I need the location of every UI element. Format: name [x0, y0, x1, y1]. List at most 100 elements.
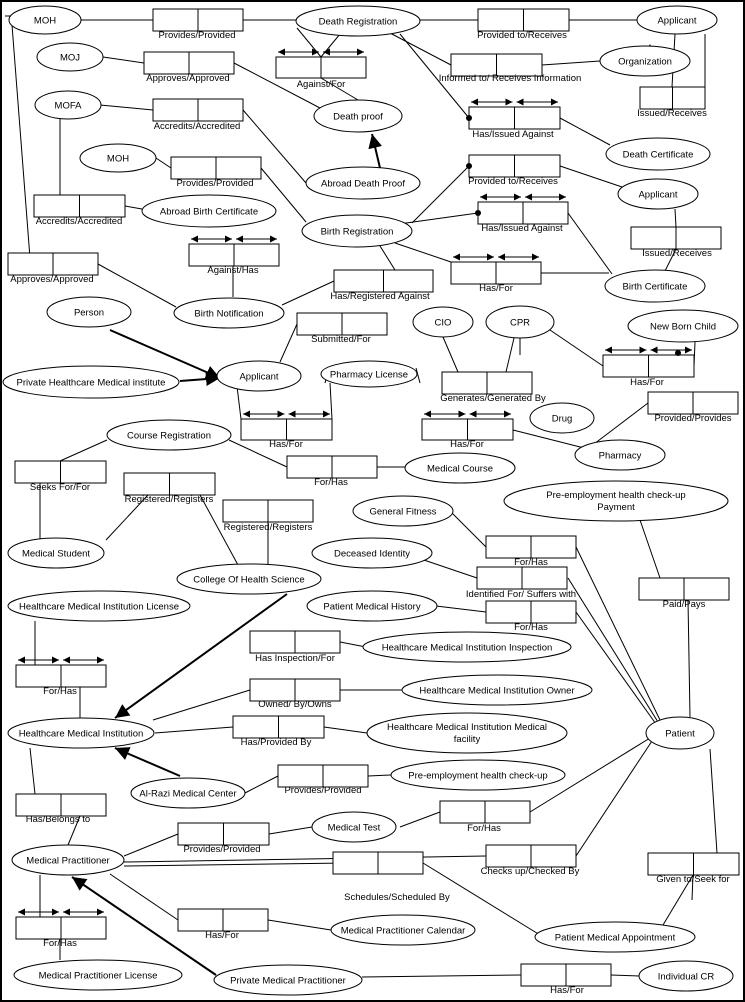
entity-person: [46, 296, 132, 328]
relationship-label: Has/For: [479, 283, 513, 294]
connector-line: [152, 689, 251, 721]
relationship-label: Issued/Receives: [642, 248, 712, 259]
connector-line: [442, 336, 459, 373]
connector-line: [123, 855, 487, 863]
entity-label: Healthcare Medical Institution Medical: [387, 722, 547, 733]
relationship-r07: [639, 86, 706, 110]
entity-label: Abroad Birth Certificate: [160, 207, 258, 218]
connector-line: [367, 774, 392, 777]
dot-marker-icon: [466, 163, 472, 169]
entity-birth-notification: [173, 297, 285, 329]
entity-label: Medical Student: [22, 549, 90, 560]
relationship-label: Approves/Approved: [10, 274, 93, 285]
relationship-label: Against/For: [297, 79, 346, 90]
connector-line: [529, 737, 651, 813]
entity-hmi-inspection: [362, 631, 572, 663]
entity-pharmacy-license: [320, 360, 418, 388]
connector-line: [691, 874, 694, 901]
relationship-label: For/Has: [467, 823, 501, 834]
connector-line: [417, 557, 478, 579]
entity-death-certificate: [605, 137, 711, 171]
relationship-r21: [647, 391, 739, 415]
entity-mp-license: [13, 959, 183, 991]
entity-label: Healthcare Medical Institution Inspectio…: [382, 643, 553, 654]
entity-hmi-owner: [401, 674, 593, 706]
entity-label: Birth Certificate: [623, 282, 688, 293]
arrow-line: [71, 876, 217, 976]
relationship-label: Issued/Receives: [637, 108, 707, 119]
connector-line: [399, 33, 470, 119]
connector-line: [123, 862, 348, 867]
entity-drug: [529, 402, 595, 434]
entity-label: Pharmacy: [599, 451, 642, 462]
relationship-r39: [439, 800, 531, 824]
relationship-label: Has/For: [450, 439, 484, 450]
entity-label: Medical Practitioner Calendar: [341, 926, 466, 937]
connector-line: [549, 329, 604, 367]
entity-cio: [412, 306, 474, 338]
entity-medical-course: [404, 452, 516, 484]
connector-line: [199, 494, 239, 566]
entity-birth-registration: [301, 214, 413, 248]
connector-line: [339, 641, 367, 648]
entity-pharmacy: [574, 439, 666, 471]
entity-private-healthcare-institute: [2, 365, 180, 399]
relationship-label: Has/Issued Against: [472, 129, 554, 140]
entity-label: Birth Registration: [321, 227, 394, 238]
entity-label: Private Medical Practitioner: [230, 976, 346, 987]
entity-label: Pre-employment health check-up: [408, 771, 547, 782]
relationship-label: Paid/Pays: [663, 599, 706, 610]
relationship-label: Provides/Provided: [158, 30, 235, 41]
connector-line: [399, 811, 441, 828]
relationship-r01: [152, 8, 244, 32]
relationship-r42: [647, 852, 740, 876]
relationship-r24: [286, 455, 378, 479]
entity-label: Deceased Identity: [334, 549, 410, 560]
connector-lines: [5, 15, 718, 978]
entity-medical-practitioner: [11, 844, 125, 876]
entity-general-fitness: [352, 495, 454, 527]
entity-label: Medical Course: [427, 464, 493, 475]
connector-line: [109, 873, 179, 921]
entity-label: Medical Practitioner License: [39, 971, 158, 982]
entity-label: Patient: [665, 729, 695, 740]
connector-line: [575, 740, 653, 857]
relationship-r16: [450, 253, 542, 285]
entity-label: MOJ: [60, 53, 80, 64]
relationship-label: Generates/Generated By: [440, 393, 546, 404]
relationship-r03: [275, 48, 367, 79]
relationship-label: Has/Issued Against: [481, 223, 563, 234]
entity-label: Al-Razi Medical Center: [139, 789, 236, 800]
relationship-r35: [232, 715, 325, 739]
entity-label: Death Certificate: [623, 150, 694, 161]
entity-label: Private Healthcare Medical institute: [17, 378, 166, 389]
entity-label: CPR: [510, 318, 530, 329]
entity-course-registration: [106, 419, 232, 451]
entity-medical-test: [311, 811, 397, 843]
entity-label: Applicant: [239, 372, 278, 383]
relationship-label: Informed to/ Receives Information: [439, 73, 582, 84]
connector-line: [559, 117, 611, 146]
connector-line: [97, 263, 177, 308]
connector-line: [123, 833, 179, 857]
connector-line: [575, 611, 657, 725]
relationship-label: Has/For: [630, 377, 664, 388]
entity-hmi-medical-facility: [366, 712, 568, 754]
relationship-r19: [602, 346, 695, 378]
entity-organization: [599, 45, 691, 77]
connector-line: [674, 208, 677, 228]
relationship-r08: [466, 98, 561, 130]
entity-applicant3: [216, 360, 302, 392]
connector-line: [435, 605, 487, 613]
entity-private-medical-practitioner: [213, 964, 363, 996]
relationship-label: For/Has: [314, 477, 348, 488]
relationship-label: Provides/Provided: [284, 785, 361, 796]
relationship-r27: [222, 499, 314, 523]
entity-label: Death Registration: [319, 17, 398, 28]
connector-line: [610, 974, 640, 977]
relationship-label: Provided to/Receives: [477, 30, 567, 41]
entity-label: Death proof: [333, 112, 383, 123]
entity-moh1: [8, 5, 82, 35]
relationship-label: Has/Belongs to: [26, 814, 90, 825]
